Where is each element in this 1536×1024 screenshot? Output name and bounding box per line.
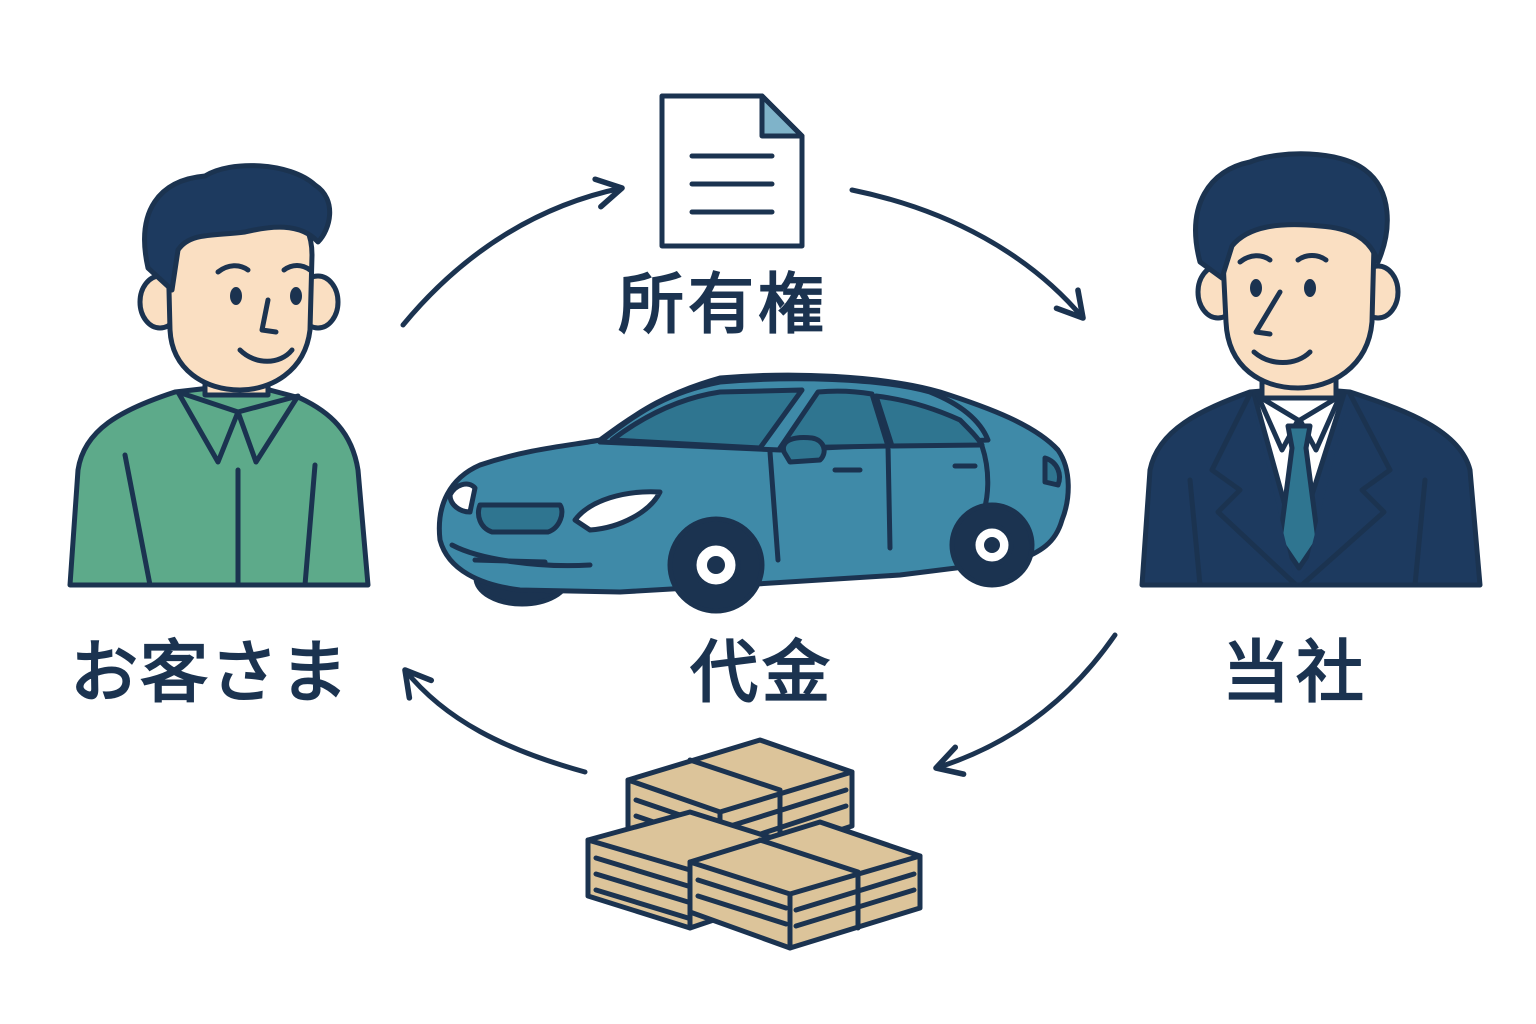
businessman-icon [1139, 151, 1483, 588]
money-stack-icon [585, 737, 923, 951]
customer-person-icon [67, 163, 371, 588]
arrow-money-to-customer [402, 667, 588, 775]
document-icon [659, 93, 805, 249]
ownership-label: 所有権 [618, 266, 828, 343]
customer-label: お客さま [70, 634, 351, 713]
arrow-customer-to-document [400, 176, 625, 328]
payment-label: 代金 [690, 634, 835, 713]
car-icon [436, 372, 1071, 614]
arrow-document-to-company [849, 187, 1086, 321]
arrow-company-to-money [933, 632, 1118, 777]
flow-arrows [400, 176, 1118, 777]
money-bundle-right [687, 819, 923, 951]
company-label: 当社 [1222, 634, 1371, 713]
